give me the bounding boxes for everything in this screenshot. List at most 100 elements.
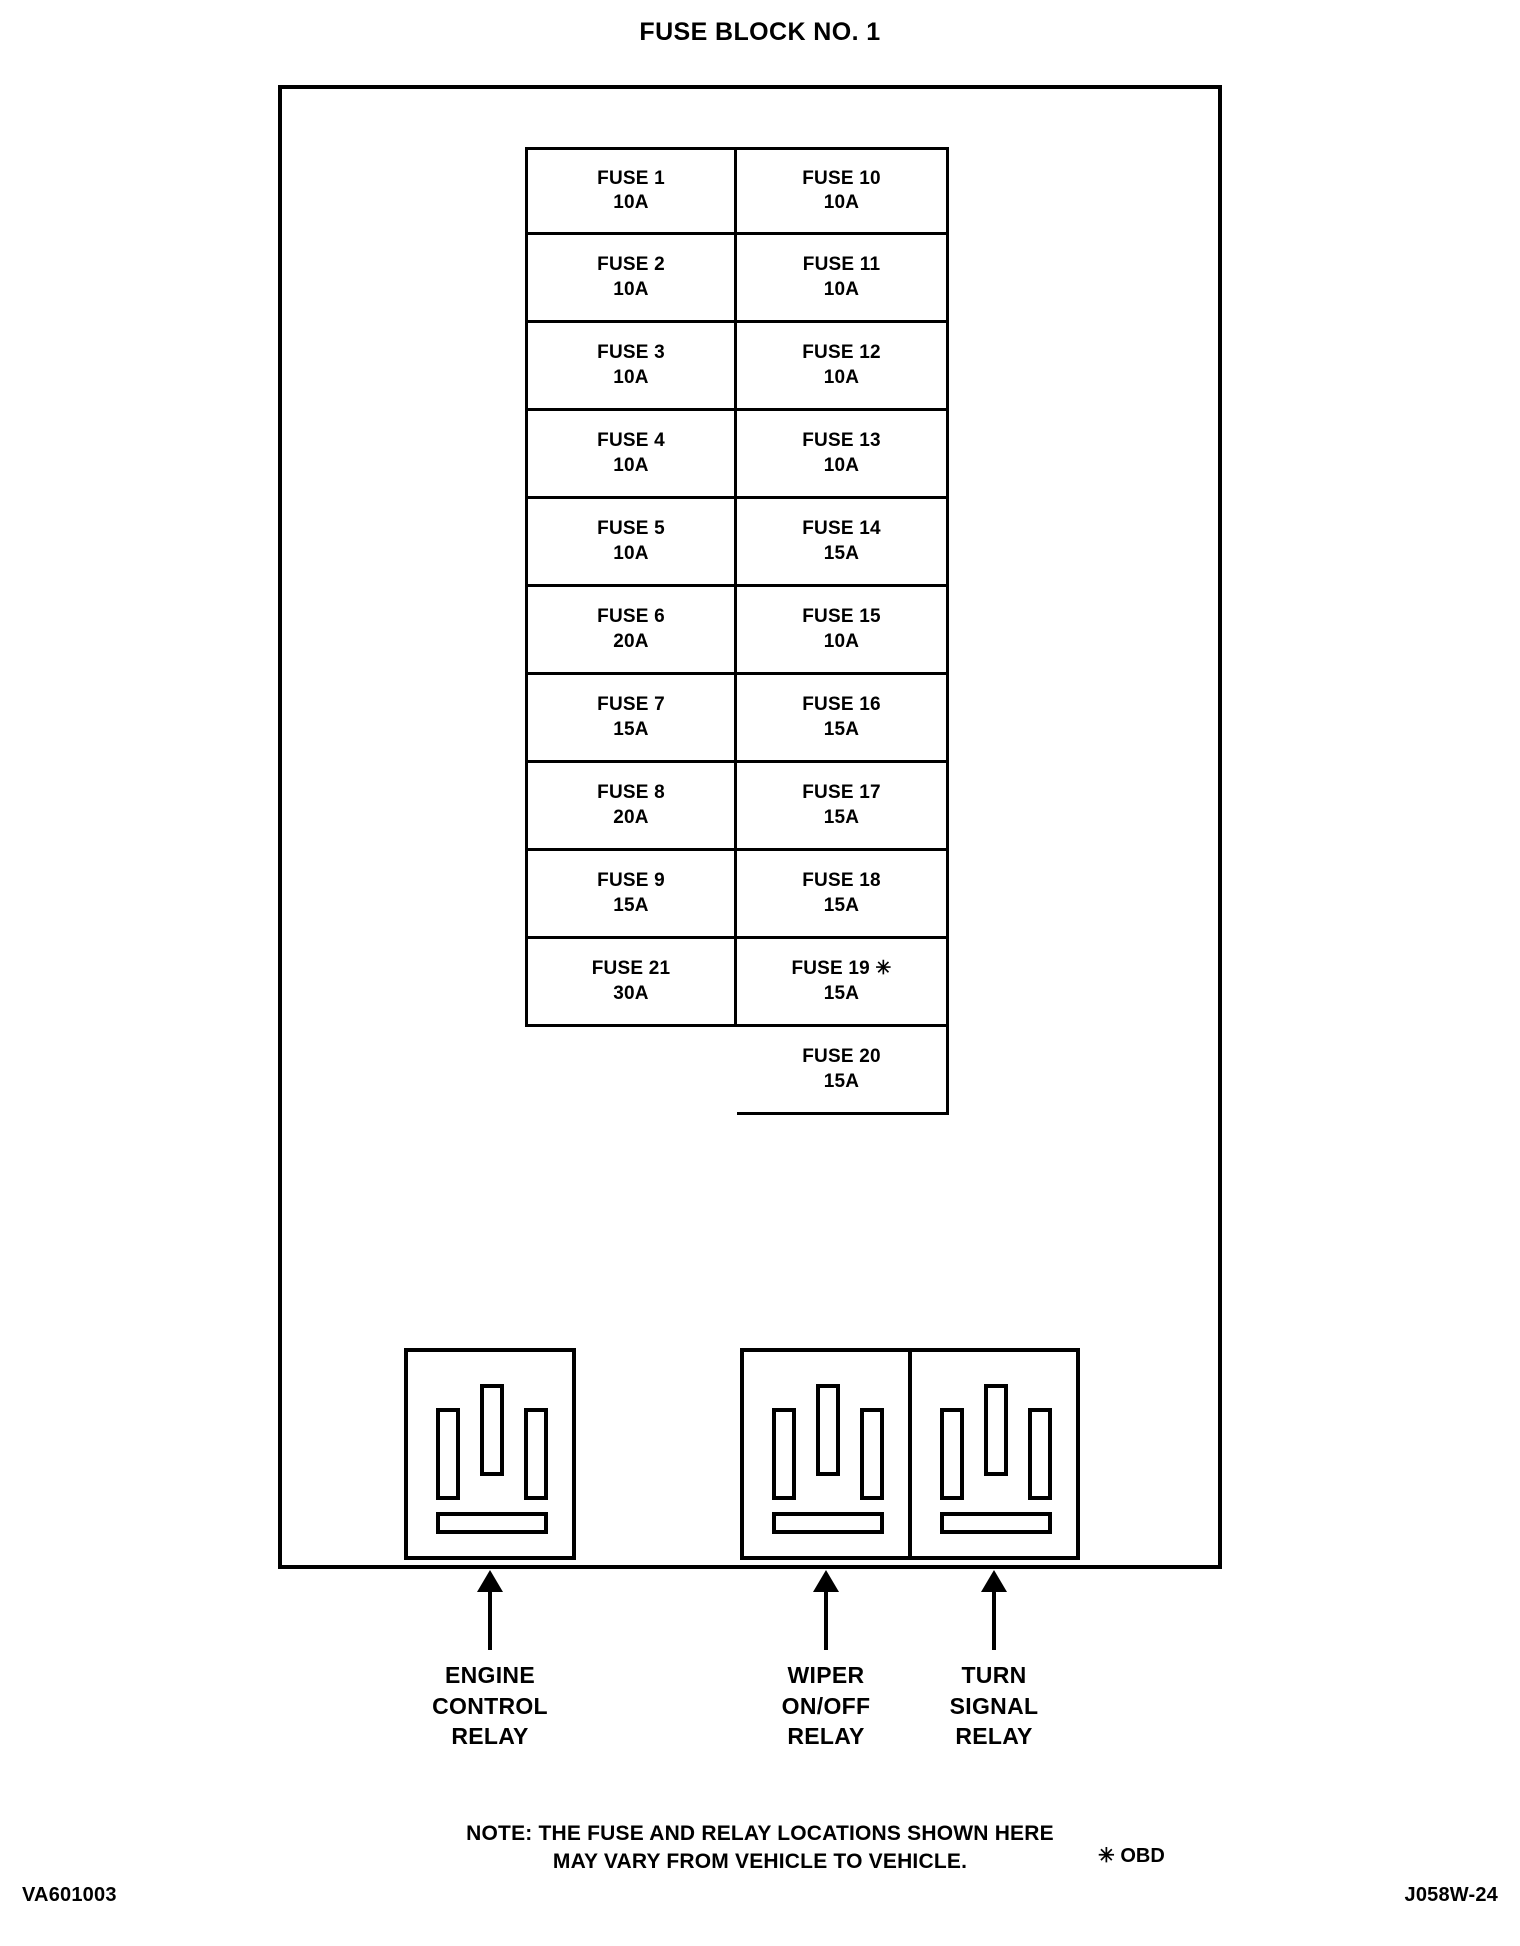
fuse-label: FUSE 20 [802,1046,881,1068]
fuse-label: FUSE 6 [597,606,665,628]
fuse-rating: 15A [823,718,860,740]
fuse-rating: 15A [823,806,860,828]
relay-label-line-2: SIGNAL [949,1692,1039,1719]
fuse-label: FUSE 2 [597,254,665,276]
fuse-rating: 15A [823,894,860,916]
relay-label-line-1: WIPER [787,1662,865,1688]
relay-terminal-slot-right [1028,1408,1052,1500]
fuse-rating: 15A [823,542,860,564]
relay-label-line-3: RELAY [955,1723,1033,1750]
fuse-cell[interactable]: FUSE 10 10A [737,147,949,235]
fuse-rating: 15A [823,982,860,1004]
fuse-label: FUSE 5 [597,518,665,540]
relay-label-line-2: CONTROL [432,1692,548,1719]
fuse-label: FUSE 12 [802,342,881,364]
fuse-cell[interactable]: FUSE 19 ✳15A [737,939,949,1027]
fuse-label: FUSE 3 [597,342,665,364]
relay-label-turn-signal: TURN SIGNAL RELAY [879,1660,1109,1752]
fuse-label: FUSE 18 [802,870,881,892]
fuse-label: FUSE 14 [802,518,881,540]
callout-arrow-engine-control [477,1570,503,1650]
footer-note: NOTE: THE FUSE AND RELAY LOCATIONS SHOWN… [0,1820,1520,1875]
page-title: FUSE BLOCK NO. 1 [639,18,881,46]
fuse-rating: 30A [613,982,649,1004]
footer-note-line-1: NOTE: THE FUSE AND RELAY LOCATIONS SHOWN… [466,1822,1054,1845]
fuse-rating: 15A [613,894,649,916]
relay-terminal-slot-left [436,1408,460,1500]
relay-box-engine-control[interactable] [404,1348,576,1560]
relay-terminal-slot-center [480,1384,504,1476]
fuse-cell[interactable]: FUSE 1 10A [525,147,737,235]
footer-note-line-2: MAY VARY FROM VEHICLE TO VEHICLE. [552,1849,968,1873]
fuse-label: FUSE 9 [597,870,665,892]
fuse-label: FUSE 16 [802,694,881,716]
relay-terminal-slot-right [524,1408,548,1500]
fuse-rating: 10A [613,454,649,476]
fuse-label: FUSE 15 [802,606,881,628]
fuse-label: FUSE 11 [802,254,881,276]
fuse-label: FUSE 21 [591,958,671,980]
callout-arrow-wiper-on-off [813,1570,839,1650]
fuse-rating: 10A [613,542,649,564]
fuse-rating: 20A [613,630,649,652]
fuse-rating: 20A [613,806,649,828]
relay-label-line-3: RELAY [451,1723,529,1750]
fuse-rating: 10A [823,192,860,213]
relay-box-wiper-on-off[interactable] [740,1348,912,1560]
callout-arrow-turn-signal [981,1570,1007,1650]
fuse-rating: 15A [613,718,649,740]
relay-label-line-1: TURN [961,1662,1027,1688]
fuse-rating: 10A [823,630,860,652]
fuse-label: FUSE 7 [597,694,665,716]
fuse-label: FUSE 13 [802,430,881,452]
relay-terminal-slot-bottom [436,1512,548,1534]
relay-terminal-slot-right [860,1408,884,1500]
relay-label-wiper-on-off: WIPER ON/OFF RELAY [711,1660,941,1752]
relay-terminal-slot-center [816,1384,840,1476]
fuse-rating: 10A [823,278,860,300]
fuse-rating: 10A [613,278,649,300]
fuse-rating: 10A [823,366,860,388]
relay-terminal-slot-bottom [940,1512,1052,1534]
drawing-code-right: J058W-24 [1404,1884,1498,1906]
fuse-label: FUSE 19 ✳ [791,958,892,980]
relay-label-line-2: ON/OFF [781,1692,871,1719]
relay-box-turn-signal[interactable] [908,1348,1080,1560]
drawing-code-left: VA601003 [22,1884,117,1906]
fuse-rating: 15A [823,1070,860,1092]
fuse-rating: 10A [613,366,649,388]
fuse-label: FUSE 17 [802,782,881,804]
relay-row [0,1348,1520,1568]
relay-label-line-3: RELAY [787,1723,865,1750]
relay-label-engine-control: ENGINE CONTROL RELAY [375,1660,605,1752]
fuse-label: FUSE 4 [597,430,665,452]
obd-legend: ✳ OBD [1098,1845,1165,1867]
fuse-rating: 10A [823,454,860,476]
fuse-label: FUSE 10 [802,167,881,189]
fuse-rating: 10A [613,192,649,213]
fuse-label: FUSE 1 [597,167,665,189]
relay-terminal-slot-left [940,1408,964,1500]
relay-label-line-1: ENGINE [445,1662,535,1688]
